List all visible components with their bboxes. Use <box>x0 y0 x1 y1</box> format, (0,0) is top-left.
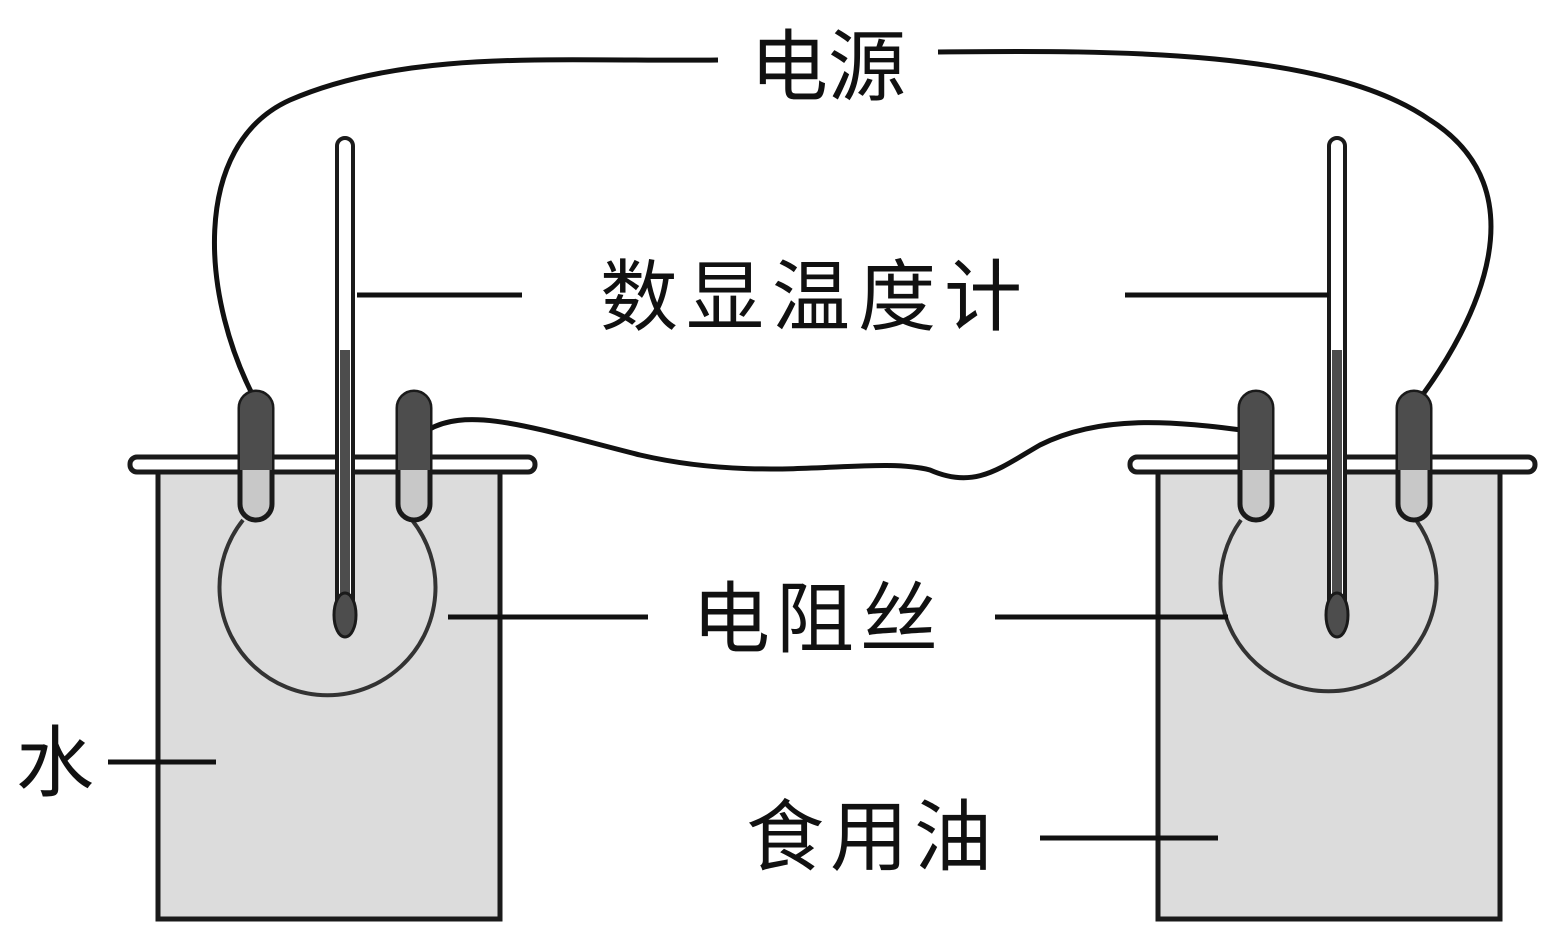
water-right-electrode <box>395 389 433 523</box>
thermometer-label: 数显温度计 <box>600 253 1030 343</box>
oil-right-electrode <box>1395 389 1433 523</box>
oil-label: 食用油 <box>746 793 998 883</box>
power-wire-right <box>937 48 1494 407</box>
water-thermometer <box>332 136 358 639</box>
oil-beaker <box>1127 136 1538 922</box>
connecting-wire <box>426 417 1257 481</box>
oil-resistance-coil <box>1218 518 1439 694</box>
water-beaker-lid <box>127 454 538 475</box>
water-beaker <box>127 136 538 922</box>
water-label: 水 <box>16 719 94 809</box>
oil-left-electrode <box>1237 389 1275 523</box>
resistance-wire-label: 电阻丝 <box>692 575 944 665</box>
water-resistance-coil <box>217 518 438 698</box>
power-wire-left <box>212 57 719 407</box>
water-left-electrode <box>237 389 275 523</box>
power-source-label: 电源 <box>750 23 906 113</box>
oil-thermometer <box>1324 136 1350 639</box>
